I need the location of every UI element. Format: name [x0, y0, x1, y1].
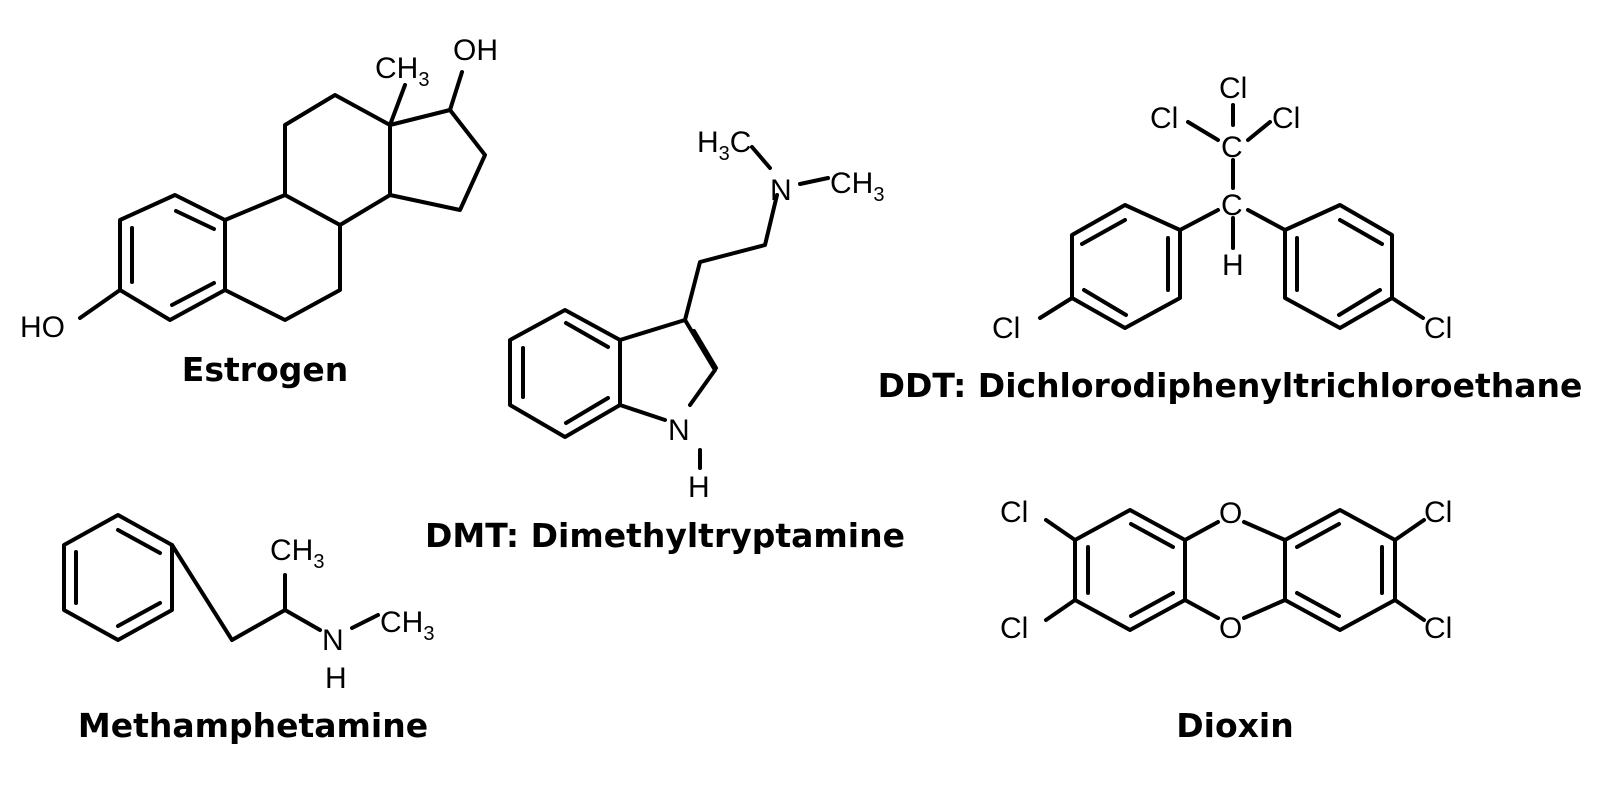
- dmt-nitrogen-label: N: [770, 174, 792, 207]
- dioxin-name: Dioxin: [1176, 706, 1293, 745]
- ddt-chlorine-top-label: Cl: [1219, 72, 1247, 105]
- ddt-carbon-lower-label: C: [1221, 189, 1243, 222]
- dioxin-oxygen-top-label: O: [1219, 497, 1242, 530]
- dioxin-chlorine-bottom-right-label: Cl: [1424, 612, 1452, 645]
- dmt-indole-nitrogen-label: N: [668, 414, 690, 447]
- ddt-chlorine-right-label: Cl: [1272, 102, 1300, 135]
- ddt-carbon-upper-label: C: [1221, 131, 1243, 164]
- estrogen-structure: CH3 OH HO: [20, 34, 498, 344]
- dmt-methyl-right-label: CH3: [830, 167, 884, 206]
- estrogen-methyl-label: CH3: [375, 52, 429, 91]
- methamphetamine-name: Methamphetamine: [78, 706, 428, 745]
- estrogen-hydroxyl-top-label: OH: [453, 34, 498, 67]
- ddt-chlorine-ring-left-label: Cl: [992, 312, 1020, 345]
- meth-methyl-top-label: CH3: [270, 534, 324, 573]
- estrogen-name: Estrogen: [182, 350, 348, 389]
- dioxin-oxygen-bottom-label: O: [1219, 612, 1242, 645]
- dmt-methyl-left-label: H3C: [697, 126, 751, 165]
- ddt-name: DDT: Dichlorodiphenyltrichloroethane: [878, 366, 1583, 405]
- meth-methyl-right-label: CH3: [380, 606, 434, 645]
- dmt-name: DMT: Dimethyltryptamine: [425, 516, 905, 555]
- dioxin-chlorine-top-left-label: Cl: [1000, 496, 1028, 529]
- ddt-chlorine-ring-right-label: Cl: [1424, 312, 1452, 345]
- dmt-structure: H3C N CH3 N H: [508, 126, 884, 504]
- dioxin-chlorine-top-right-label: Cl: [1424, 496, 1452, 529]
- ddt-hydrogen-label: H: [1222, 249, 1244, 282]
- methamphetamine-structure: CH3 N CH3 H: [62, 513, 434, 695]
- meth-nitrogen-label: N: [322, 624, 344, 657]
- ddt-structure: Cl Cl Cl C C H Cl Cl: [992, 72, 1452, 345]
- ddt-chlorine-left-label: Cl: [1150, 102, 1178, 135]
- meth-hydrogen-label: H: [325, 662, 347, 695]
- dioxin-structure: O O Cl Cl Cl Cl: [1000, 496, 1452, 645]
- dioxin-chlorine-bottom-left-label: Cl: [1000, 612, 1028, 645]
- dmt-indole-hydrogen-label: H: [688, 471, 710, 504]
- estrogen-hydroxyl-left-label: HO: [20, 311, 65, 344]
